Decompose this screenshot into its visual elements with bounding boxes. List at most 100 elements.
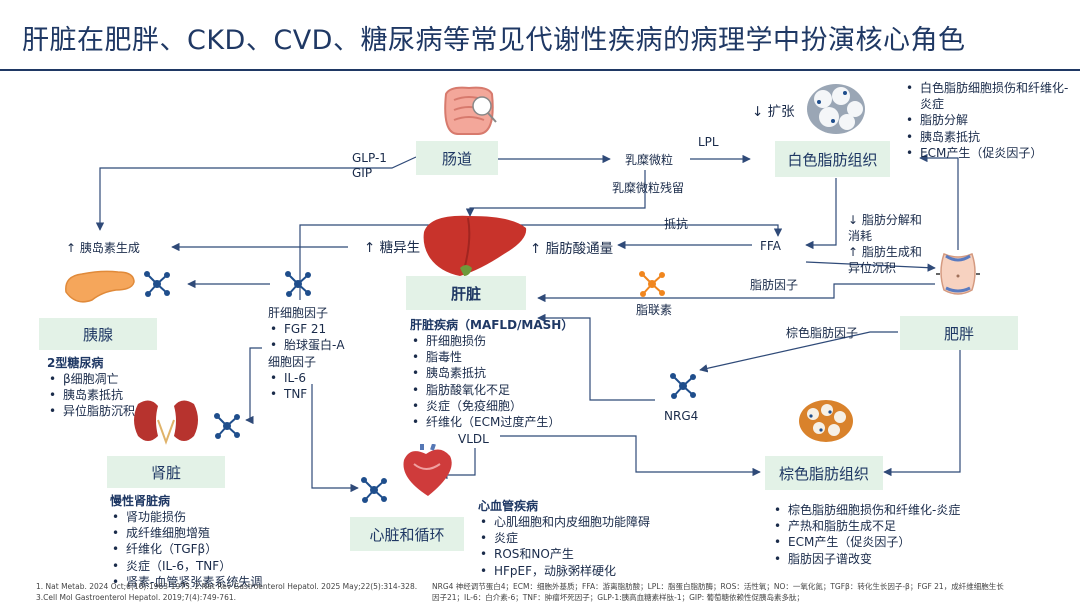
liver-box: 肝脏 — [406, 276, 526, 310]
cvd-item: 心肌细胞和内皮细胞功能障碍 — [478, 514, 650, 530]
page-title: 肝脏在肥胖、CKD、CVD、糖尿病等常见代谢性疾病的病理学中扮演核心角色 — [22, 25, 966, 56]
abbreviation-line: NRG4 神经调节蛋白4；ECM：细胞外基质；FFA：游离脂肪酸；LPL：脂蛋白… — [432, 582, 1004, 591]
adipokine-label: 脂肪因子 — [750, 278, 799, 292]
white-fat-effect-item: 脂肪分解 — [904, 112, 1069, 128]
title-divider — [0, 69, 1080, 71]
gluconeogenesis-label: ↑ 糖异生 — [364, 240, 421, 256]
heart-box: 心脏和循环 — [350, 517, 464, 551]
nrg4-network-icon — [670, 373, 696, 399]
cvd-item: HFpEF，动脉粥样硬化 — [478, 563, 650, 579]
hepatokine-item: 胎球蛋白-A — [268, 337, 345, 353]
heart-network-icon — [361, 477, 387, 503]
white-fat-box: 白色脂肪组织 — [775, 141, 890, 177]
ckd-heading: 慢性肾脏病 — [110, 494, 171, 508]
cvd-block: 心血管疾病 心肌细胞和内皮细胞功能障碍 炎症 ROS和NO产生 HFpEF，动脉… — [478, 497, 650, 579]
whitefat-to-ffa-arrow — [805, 178, 837, 250]
lipogenesis-up-label: ↑ 脂肪生成和异位沉积 — [848, 245, 922, 276]
insulin-generation-label: ↑ 胰岛素生成 — [66, 241, 140, 255]
liver-disease-item: 胰岛素抵抗 — [410, 365, 573, 381]
cvd-item: ROS和NO产生 — [478, 546, 650, 562]
hepatokine-heading: 肝细胞因子 — [268, 306, 329, 320]
ckd-item: 肾功能损伤 — [110, 509, 262, 525]
abbreviations-footnote: NRG4 神经调节蛋白4；ECM：细胞外基质；FFA：游离脂肪酸；LPL：脂蛋白… — [432, 582, 1004, 603]
glp1-label: GLP-1 — [352, 151, 387, 165]
abbreviation-line: 因子21；IL-6：白介素-6；TNF：肿瘤坏死因子；GLP-1:胰高血糖素样肽… — [432, 592, 805, 602]
obesity-box: 肥胖 — [900, 316, 1018, 350]
diabetes-item: 胰岛素抵抗 — [47, 387, 135, 403]
cytokine-item: TNF — [268, 386, 345, 402]
brown-fat-effect-item: 棕色脂肪细胞损伤和纤维化-炎症 — [772, 502, 960, 518]
obesity-to-brownfat-arrow — [883, 350, 961, 477]
resistance-label: 抵抗 — [664, 217, 689, 231]
heart-icon — [403, 444, 452, 496]
kidney-box: 肾脏 — [107, 456, 225, 488]
liver-disease-item: 肝细胞损伤 — [410, 333, 573, 349]
liver-disease-item: 脂肪酸氧化不足 — [410, 382, 573, 398]
nrg4-to-liver-arrow — [537, 313, 655, 401]
adiponectin-label: 脂联素 — [636, 303, 673, 317]
glp1-arrow — [95, 156, 417, 231]
diabetes-item: 异位脂肪沉积 — [47, 403, 135, 419]
resist-arrow — [299, 224, 783, 300]
kidney-network-icon — [214, 413, 240, 439]
pancreas-box: 胰腺 — [39, 318, 157, 350]
ffa-label: FFA — [760, 239, 781, 253]
brown-adipokine-arrow — [699, 331, 898, 373]
hepatokine-to-heart-arrow — [311, 384, 359, 493]
diabetes-heading: 2型糖尿病 — [47, 356, 104, 370]
hepatokine-network-icon — [285, 271, 311, 297]
hepatokine-item: FGF 21 — [268, 321, 345, 337]
brown-fat-effect-item: 脂肪因子谱改变 — [772, 551, 960, 567]
ckd-item: 纤维化（TGFβ） — [110, 541, 262, 557]
white-fat-effects-list: 白色脂肪细胞损伤和纤维化-炎症 脂肪分解 胰岛素抵抗 ECM产生（促炎因子） — [904, 80, 1069, 161]
liver-disease-item: 脂毒性 — [410, 349, 573, 365]
brown-fat-effects-list: 棕色脂肪细胞损伤和纤维化-炎症 产热和脂肪生成不足 ECM产生（促炎因子） 脂肪… — [772, 502, 960, 567]
brown-fat-box: 棕色脂肪组织 — [765, 456, 883, 490]
brown-fat-effect-item: 产热和脂肪生成不足 — [772, 518, 960, 534]
brown-fat-effect-item: ECM产生（促炎因子） — [772, 534, 960, 550]
intestine-icon — [444, 86, 497, 135]
cytokine-heading: 细胞因子 — [268, 354, 317, 369]
white-fat-effect-item: ECM产生（促炎因子） — [904, 145, 1069, 161]
chylo-remnant-arrow — [465, 170, 646, 217]
liver-disease-item: 纤维化（ECM过度产生） — [410, 414, 573, 430]
intestine-box: 肠道 — [416, 141, 498, 175]
diabetes-block: 2型糖尿病 β细胞凋亡 胰岛素抵抗 异位脂肪沉积 — [47, 354, 135, 420]
kidney-icon — [134, 400, 198, 445]
references-footnote: 1. Nat Metab. 2024 Oct;6(10):1963-1975. … — [36, 582, 417, 603]
expand-label: ↓ 扩张 — [752, 104, 795, 120]
white-fat-cells-icon — [807, 84, 865, 134]
reference-line: 1. Nat Metab. 2024 Oct;6(10):1963-1975. … — [36, 582, 418, 591]
vldl-to-heart-arrow — [439, 448, 476, 480]
adiponectin-network-icon — [639, 271, 665, 297]
chylomicron-remnant-label: 乳糜微粒残留 — [612, 181, 685, 195]
ckd-item: 成纤维细胞增殖 — [110, 525, 262, 541]
obesity-figure-icon — [936, 252, 980, 295]
nrg4-label: NRG4 — [664, 409, 699, 423]
vldl-to-brownfat-arrow — [500, 435, 761, 477]
ckd-block: 慢性肾脏病 肾功能损伤 成纤维细胞增殖 纤维化（TGFβ） 炎症（IL-6，TN… — [110, 492, 262, 590]
ckd-item: 肾素-血管紧张素系统失调 — [110, 574, 262, 590]
brown-fat-cells-icon — [799, 400, 853, 442]
cytokine-item: IL-6 — [268, 370, 345, 386]
reference-line: 3.Cell Mol Gastroenterol Hepatol. 2019;7… — [36, 592, 236, 602]
gip-label: GIP — [352, 166, 373, 180]
hepatokine-to-kidney-arrow — [245, 347, 262, 425]
brown-adipokine-label: 棕色脂肪因子 — [786, 326, 859, 340]
white-fat-effect-item: 白色脂肪细胞损伤和纤维化-炎症 — [904, 80, 1069, 112]
adipokine-arrow — [537, 283, 935, 303]
cvd-heading: 心血管疾病 — [478, 499, 539, 513]
cvd-item: 炎症 — [478, 530, 650, 546]
lipolysis-down-label: ↓ 脂肪分解和消耗 — [848, 213, 922, 244]
chylomicron-label: 乳糜微粒 — [625, 153, 674, 167]
liver-icon — [423, 215, 527, 276]
white-fat-effect-item: 胰岛素抵抗 — [904, 129, 1069, 145]
obesity-lipid-arrow — [805, 261, 936, 272]
ckd-item: 炎症（IL-6，TNF） — [110, 558, 262, 574]
lpl-label: LPL — [698, 135, 719, 149]
hepatokine-block: 肝细胞因子 FGF 21 胎球蛋白-A 细胞因子 IL-6 TNF — [268, 305, 345, 402]
fatty-acid-flux-label: ↑ 脂肪酸通量 — [530, 241, 614, 257]
liver-disease-block: 肝脏疾病（MAFLD/MASH） 肝细胞损伤 脂毒性 胰岛素抵抗 脂肪酸氧化不足… — [410, 316, 573, 430]
pancreas-icon — [65, 270, 135, 303]
liver-disease-item: 炎症（免疫细胞） — [410, 398, 573, 414]
